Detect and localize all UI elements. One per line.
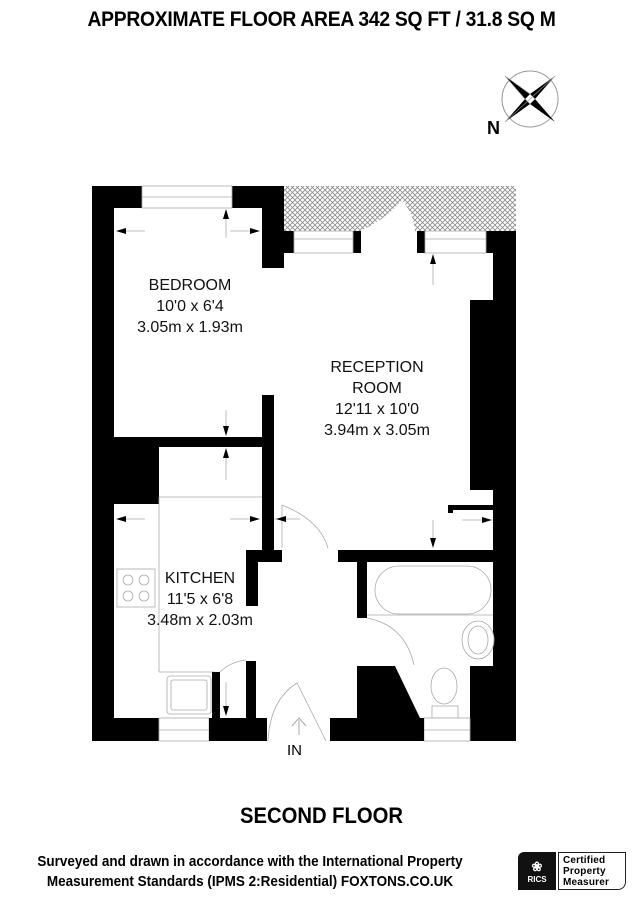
room-size-imperial: 10'0 x 6'4 bbox=[156, 298, 224, 315]
room-kitchen: KITCHEN 11'5 x 6'8 3.48m x 2.03m bbox=[140, 568, 260, 631]
lion-icon: ❀ bbox=[531, 858, 543, 874]
badge-line-1: Certified bbox=[563, 855, 606, 866]
room-bedroom: BEDROOM 10'0 x 6'4 3.05m x 1.93m bbox=[120, 275, 260, 338]
footer-line-2: Measurement Standards (IPMS 2:Residentia… bbox=[46, 873, 454, 890]
rics-certification: Certified Property Measurer bbox=[558, 852, 626, 890]
floor-area-title: APPROXIMATE FLOOR AREA 342 SQ FT / 31.8 … bbox=[87, 8, 556, 31]
room-name-2: ROOM bbox=[352, 380, 402, 397]
badge-line-3: Measurer bbox=[563, 877, 610, 888]
room-size-metric: 3.94m x 3.05m bbox=[324, 422, 430, 439]
room-reception: RECEPTION ROOM 12'11 x 10'0 3.94m x 3.05… bbox=[312, 357, 442, 441]
floor-name: SECOND FLOOR bbox=[239, 803, 404, 828]
north-label: N bbox=[487, 118, 500, 138]
rics-logo: ❀ RICS bbox=[518, 852, 556, 890]
room-name: KITCHEN bbox=[164, 570, 236, 587]
rics-badge: ❀ RICS Certified Property Measurer bbox=[518, 852, 626, 890]
entrance-label: IN bbox=[287, 742, 302, 759]
badge-line-2: Property bbox=[563, 866, 606, 877]
compass-rose-icon bbox=[501, 70, 559, 128]
room-size-imperial: 12'11 x 10'0 bbox=[334, 401, 420, 418]
room-size-metric: 3.48m x 2.03m bbox=[147, 612, 253, 629]
rics-org: RICS bbox=[527, 874, 547, 884]
footer-line-1: Surveyed and drawn in accordance with th… bbox=[37, 853, 463, 870]
room-name: BEDROOM bbox=[148, 277, 232, 294]
survey-footer: Surveyed and drawn in accordance with th… bbox=[25, 852, 475, 892]
room-name: RECEPTION bbox=[330, 359, 424, 376]
room-size-metric: 3.05m x 1.93m bbox=[137, 319, 243, 336]
room-size-imperial: 11'5 x 6'8 bbox=[166, 591, 234, 608]
